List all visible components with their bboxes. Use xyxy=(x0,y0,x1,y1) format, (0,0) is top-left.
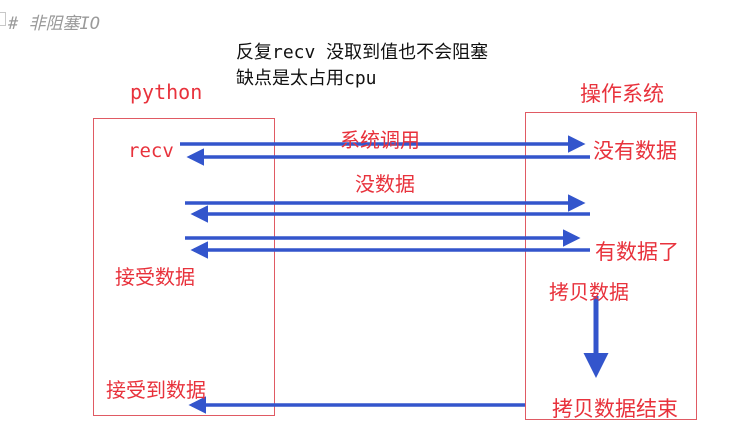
accepted-label: 接受到数据 xyxy=(106,378,206,402)
has-data-label: 有数据了 xyxy=(595,240,679,264)
recv-label: recv xyxy=(128,140,174,162)
os-box xyxy=(525,112,697,420)
editor-gutter-marker xyxy=(0,12,6,26)
os-title: 操作系统 xyxy=(580,82,664,106)
note-line-1: 反复recv 没取到值也不会阻塞 xyxy=(236,42,489,63)
python-box xyxy=(93,118,275,416)
no-data-label: 没有数据 xyxy=(593,139,677,163)
python-title: python xyxy=(130,80,203,104)
copy-done-label: 拷贝数据结束 xyxy=(552,397,678,421)
copy-label: 拷贝数据 xyxy=(549,280,629,304)
note-line-2: 缺点是太占用cpu xyxy=(236,68,377,89)
code-comment: # 非阻塞IO xyxy=(8,14,100,34)
no-data-arrow-label: 没数据 xyxy=(355,172,415,196)
syscall-label: 系统调用 xyxy=(340,128,420,152)
accept-label: 接受数据 xyxy=(115,265,195,289)
